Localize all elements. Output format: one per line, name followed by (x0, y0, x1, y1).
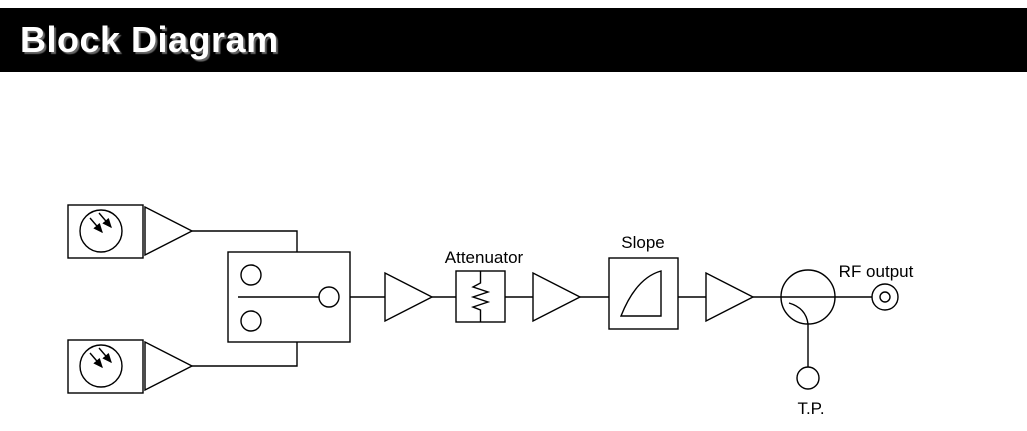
test-point-icon (796, 366, 820, 390)
slope-equalizer-icon (608, 257, 679, 330)
switch-icon (227, 251, 351, 343)
amplifier-3-icon (705, 271, 755, 323)
coupler-icon (780, 269, 836, 325)
rf-output-label: RF output (839, 262, 914, 281)
wire-input1-to-switch (192, 230, 298, 252)
photodiode-2-icon (67, 339, 194, 394)
title-bar: Block Diagram (0, 8, 1027, 72)
test-point-label: T.P. (797, 399, 824, 418)
amplifier-icon (144, 205, 194, 257)
page-title: Block Diagram (20, 19, 279, 60)
amplifier-1-icon (384, 271, 434, 323)
rf-connector-icon (871, 283, 899, 311)
amplifier-2-icon (532, 271, 582, 323)
wire-input2-to-switch (192, 342, 298, 367)
attenuator-icon (455, 270, 506, 323)
photodiode-1-icon (67, 204, 194, 259)
slope-label: Slope (621, 233, 664, 252)
amplifier-icon (144, 340, 194, 392)
attenuator-label: Attenuator (445, 248, 524, 267)
